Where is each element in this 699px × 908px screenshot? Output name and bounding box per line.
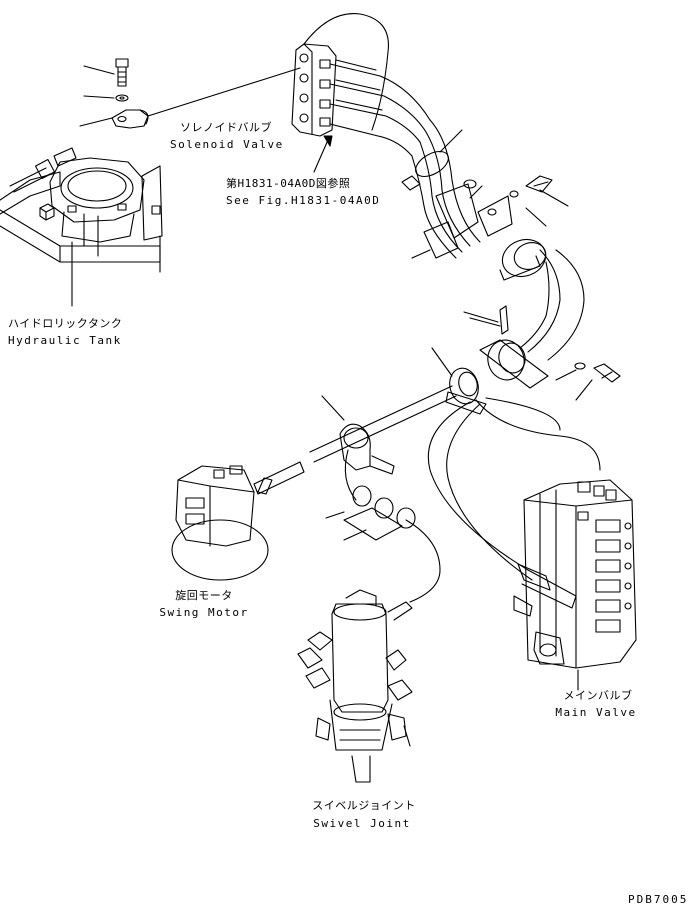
bolt-icon bbox=[593, 363, 621, 383]
drain-hose bbox=[147, 67, 301, 117]
bolt-icon bbox=[525, 175, 553, 193]
hose-bundle bbox=[401, 119, 621, 401]
see-fig-label-en: See Fig.H1831-04A0D bbox=[226, 194, 381, 207]
hydraulic-tank-label-jp: ハイドロリックタンク bbox=[8, 317, 123, 330]
suction-port bbox=[49, 157, 145, 243]
washer-icon bbox=[574, 362, 586, 370]
solenoid-valve-label-en: Solenoid Valve bbox=[170, 138, 284, 151]
main-valve-label-en: Main Valve bbox=[555, 706, 637, 719]
hydraulic-tank-label-en: Hydraulic Tank bbox=[8, 334, 122, 347]
see-fig-label-jp: 第H1831-04A0D図参照 bbox=[226, 177, 351, 190]
solenoid-valve-label-jp: ソレノイドバルブ bbox=[180, 121, 272, 134]
hose-clamps bbox=[325, 449, 441, 603]
washer-icon bbox=[115, 94, 129, 102]
washer-icon bbox=[509, 190, 519, 198]
solenoid-valve bbox=[291, 13, 431, 157]
swing-motor bbox=[171, 461, 305, 581]
swing-motor-label-jp: 旋回モータ bbox=[175, 589, 233, 602]
swivel-joint-label-en: Swivel Joint bbox=[313, 817, 411, 830]
swivel-joint bbox=[297, 589, 413, 783]
main-valve-label-jp: メインバルブ bbox=[563, 689, 633, 702]
drawing-code: PDB7005 bbox=[628, 893, 689, 906]
clamp-icon bbox=[111, 109, 149, 129]
reference-arrow-icon bbox=[313, 135, 333, 173]
main-valve bbox=[513, 479, 637, 691]
swing-line-clamp bbox=[309, 367, 601, 581]
bolt-icon bbox=[115, 58, 129, 87]
hydraulic-tank bbox=[0, 58, 163, 307]
swing-motor-label-en: Swing Motor bbox=[159, 606, 249, 619]
swivel-joint-label-jp: スイベルジョイント bbox=[312, 799, 416, 812]
